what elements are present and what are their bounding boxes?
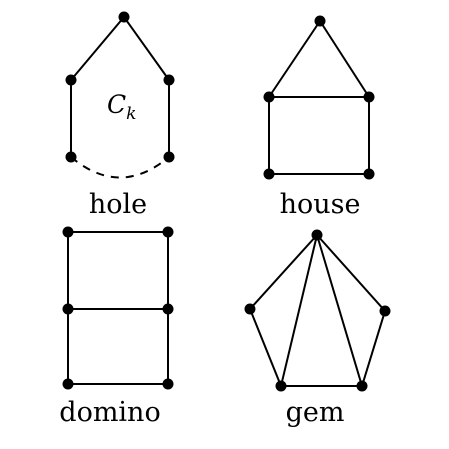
hole-inner-label-main: C <box>107 90 126 119</box>
house-caption: house <box>280 189 361 220</box>
gem-edge <box>316 234 363 387</box>
hole-vertex <box>65 74 77 86</box>
hole-graph: Ck hole <box>65 11 175 220</box>
domino-vertex <box>162 303 174 315</box>
gem-vertex <box>356 380 368 392</box>
gem-caption: gem <box>286 397 345 428</box>
hole-vertex <box>163 151 175 163</box>
gem-vertex <box>275 380 287 392</box>
house-vertex <box>363 168 375 180</box>
gem-edge <box>280 234 318 387</box>
hole-dashed-path <box>70 156 170 179</box>
gem-edge <box>361 310 386 387</box>
hole-vertex <box>118 11 130 23</box>
house-vertex <box>363 91 375 103</box>
house-edge <box>268 20 321 98</box>
domino-vertex <box>62 303 74 315</box>
gem-edge <box>316 234 386 312</box>
house-vertex <box>314 15 326 27</box>
house-vertex <box>263 168 275 180</box>
domino-vertex <box>62 226 74 238</box>
hole-vertex <box>163 74 175 86</box>
hole-inner-label-subscript: k <box>126 104 136 124</box>
hole-edge <box>123 16 170 81</box>
hole-vertex <box>65 151 77 163</box>
house-edge <box>319 20 370 98</box>
domino-vertex <box>162 226 174 238</box>
gem-edge <box>249 308 282 387</box>
domino-vertex <box>162 378 174 390</box>
domino-graph: domino <box>59 226 174 428</box>
gem-edge <box>249 234 318 310</box>
house-vertex <box>263 91 275 103</box>
gem-vertex <box>311 229 323 241</box>
gem-vertex <box>379 305 391 317</box>
gem-graph: gem <box>244 229 391 428</box>
hole-inner-label: Ck <box>107 90 136 124</box>
domino-vertex <box>62 378 74 390</box>
gem-vertex <box>244 303 256 315</box>
hole-caption: hole <box>89 189 147 220</box>
house-graph: house <box>263 15 375 220</box>
hole-edge <box>70 16 125 81</box>
domino-caption: domino <box>59 397 160 428</box>
